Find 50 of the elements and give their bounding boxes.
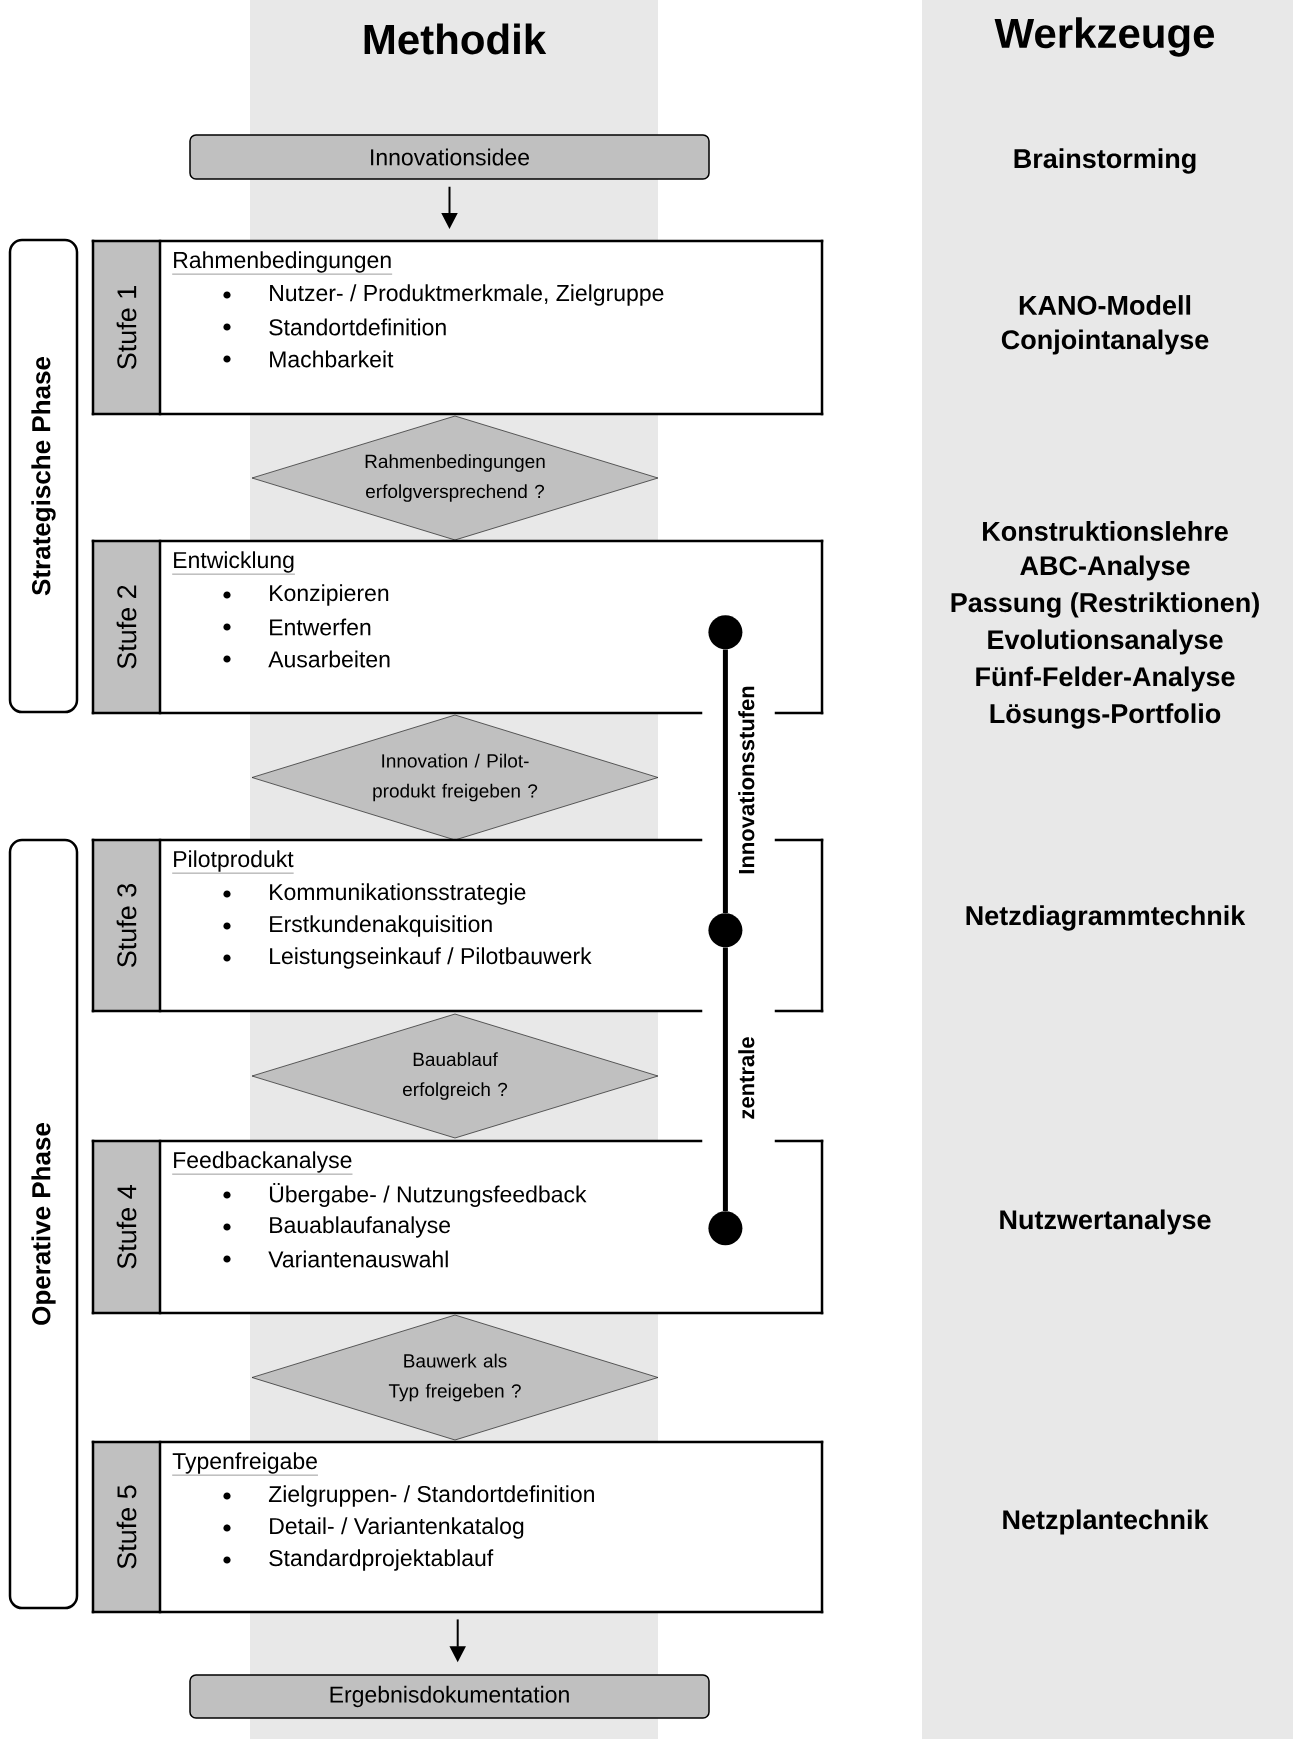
tool-name: Conjointanalyse: [1001, 329, 1209, 355]
tool-name: Passung (Restriktionen): [951, 592, 1259, 618]
stage-label: Stufe 3: [116, 883, 137, 968]
stage-heading: Feedbackanalyse: [172, 1151, 353, 1175]
list-item: Standortdefinition: [269, 318, 446, 336]
tool-name: Lösungs-Portfolio: [990, 703, 1221, 729]
tool-name: Netzdiagrammtechnik: [966, 905, 1246, 931]
tool-name: Brainstorming: [1014, 148, 1196, 174]
edge-label: zentrale: [736, 1034, 757, 1122]
tool-name: KANO-Modell: [1019, 295, 1191, 315]
stage-label: Stufe 2: [116, 585, 137, 669]
list-item: Zielgruppen- / Standortdefinition: [268, 1485, 594, 1507]
tool-name: Fünf-Felder-Analyse: [976, 666, 1235, 692]
list-item: Nutzer- / Produktmerkmale, Zielgruppe: [270, 284, 664, 306]
connector: [722, 947, 728, 1211]
column-heading: Werkzeuge: [994, 17, 1215, 57]
tool-name: Evolutionsanalyse: [988, 629, 1223, 655]
phase-band: Operative Phase: [8, 838, 79, 1610]
stage-label: Stufe 5: [116, 1485, 137, 1569]
column-heading: Methodik: [364, 23, 547, 55]
dot: [708, 913, 743, 948]
stage-heading: Rahmenbedingungen: [172, 251, 393, 275]
list-item: Übergabe- / Nutzungsfeedback: [270, 1183, 587, 1207]
list-item: Variantenauswahl: [268, 1250, 448, 1268]
list-item: Erstkundenakquisition: [270, 915, 492, 937]
tool-name: Konstruktionslehre: [983, 521, 1228, 541]
list-item: Machbarkeit: [270, 350, 394, 368]
list-item: Ausarbeiten: [268, 650, 390, 668]
list-item: Konzipieren: [270, 584, 389, 606]
tool-name: Nutzwertanalyse: [1000, 1209, 1211, 1235]
stage-label: Stufe 4: [116, 1185, 137, 1269]
stage-label: Stufe 1: [116, 286, 137, 370]
dot: [708, 615, 743, 650]
connector: [722, 649, 728, 913]
terminal-box: Innovationsidee: [189, 134, 710, 180]
stage-heading: Typenfreigabe: [172, 1452, 319, 1476]
stage-heading: Pilotprodukt: [172, 850, 294, 874]
stage-heading: Entwicklung: [172, 551, 296, 575]
tool-name: ABC-Analyse: [1020, 555, 1190, 581]
phase-band: Strategische Phase: [8, 238, 79, 714]
tool-name: Netzplantechnik: [1003, 1509, 1209, 1535]
list-item: Leistungseinkauf / Pilotbauwerk: [270, 947, 592, 969]
dot: [708, 1211, 743, 1246]
list-item: Entwerfen: [270, 618, 371, 636]
list-item: Bauablaufanalyse: [270, 1216, 450, 1238]
list-item: Detail- / Variantenkatalog: [270, 1517, 524, 1539]
terminal-box: Ergebnisdokumentation: [189, 1674, 710, 1719]
edge-label: Innovationsstufen: [736, 683, 757, 877]
list-item: Standardprojektablauf: [269, 1549, 494, 1571]
list-item: Kommunikationsstrategie: [270, 883, 526, 905]
